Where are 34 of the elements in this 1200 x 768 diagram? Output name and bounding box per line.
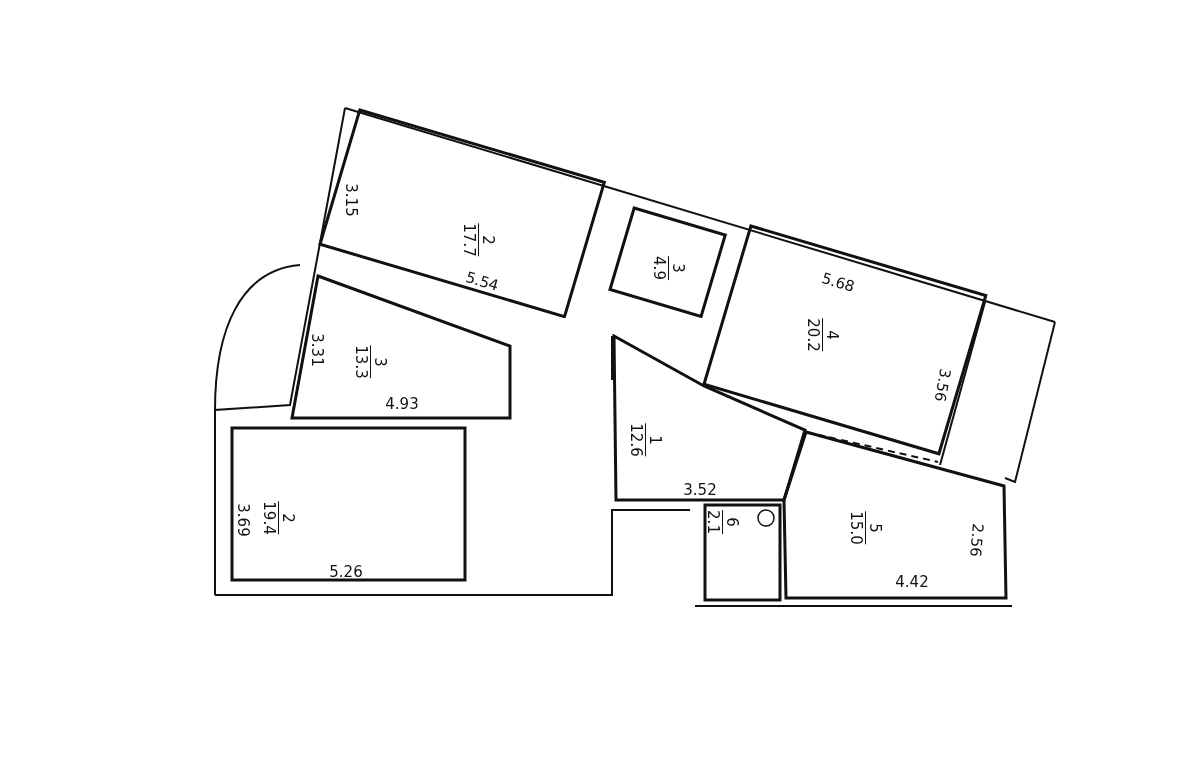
room: [702, 224, 988, 456]
dimension-label: 2.56: [966, 522, 986, 558]
room-number: 5: [866, 523, 883, 533]
room-area: 19.4: [260, 501, 279, 535]
dimension-label: 3.69: [233, 503, 251, 537]
room-area: 13.3: [352, 345, 371, 379]
room-area: 17.7: [460, 223, 479, 257]
dimension-label: 5.54: [463, 269, 501, 295]
room: [230, 426, 467, 582]
dimension-label: 3.56: [930, 367, 954, 403]
room: [782, 430, 1008, 600]
dimension-label: 3.31: [307, 333, 325, 367]
room: [703, 503, 782, 602]
room-number: 1: [646, 435, 663, 445]
dimension-label: 5.68: [819, 270, 857, 296]
dimension-label: 3.15: [341, 183, 359, 217]
room-area: 12.6: [627, 423, 646, 457]
room-area: 2.1: [704, 510, 723, 534]
dimension-label: 4.42: [895, 573, 929, 591]
dimension-label: 3.52: [683, 481, 717, 499]
room-number: 3: [371, 357, 388, 367]
room-number: 3: [669, 263, 686, 273]
dimension-label: 5.26: [329, 563, 363, 581]
room: [608, 205, 728, 319]
room: [317, 107, 607, 319]
room: [612, 334, 807, 502]
room-area: 4.9: [650, 256, 669, 280]
room-number: 6: [723, 517, 740, 527]
room-area: 15.0: [847, 511, 866, 545]
room-number: 2: [479, 235, 496, 245]
room-number: 2: [279, 513, 296, 523]
dimension-label: 4.93: [385, 395, 419, 413]
room-number: 4: [823, 330, 840, 340]
room-area: 20.2: [804, 318, 823, 352]
